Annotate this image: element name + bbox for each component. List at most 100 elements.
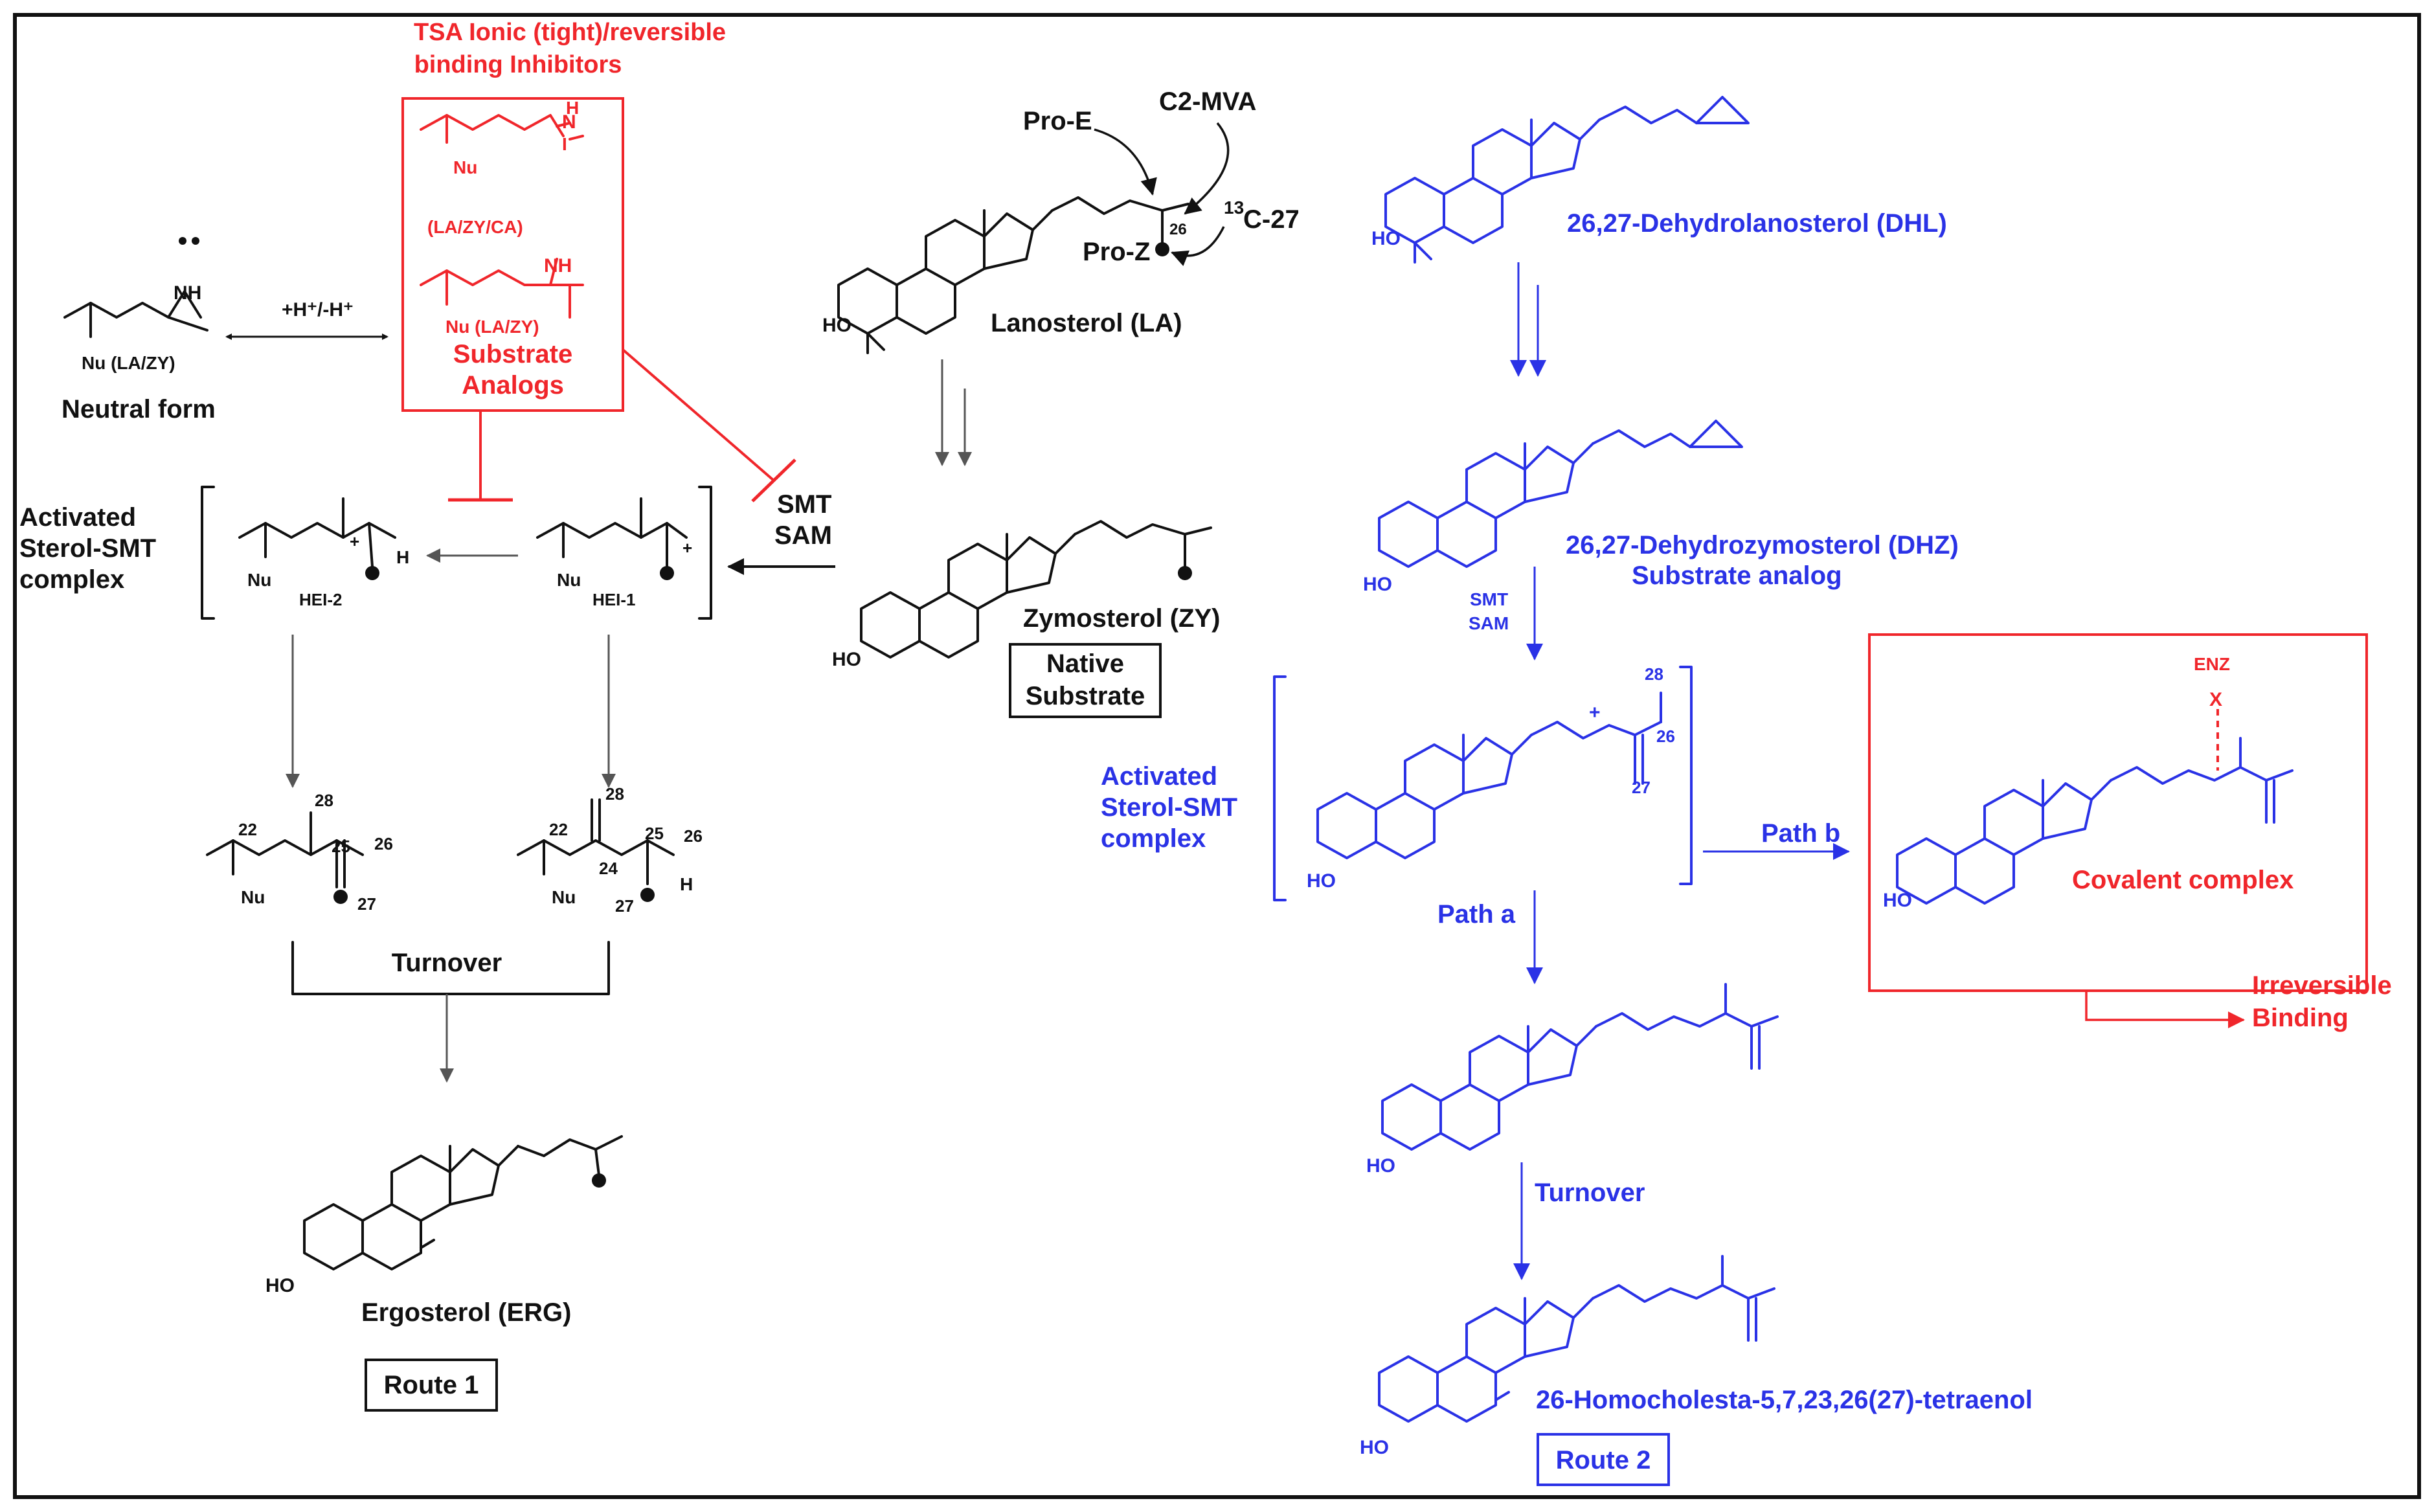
p2-c25: 25 xyxy=(645,824,664,843)
neutral-nh: NH xyxy=(174,282,201,304)
p1-c27: 27 xyxy=(357,894,376,914)
zymosterol-structure xyxy=(860,520,1212,659)
covalent-complex-box xyxy=(1868,633,2368,992)
ergosterol-structure xyxy=(303,1135,623,1270)
product-25-structure xyxy=(206,811,364,888)
p1-c22: 22 xyxy=(238,820,257,839)
c27-dot xyxy=(1155,242,1169,256)
nu-label-1: Nu xyxy=(453,157,477,177)
lone-pair-dot xyxy=(179,237,186,245)
lone-pair-dot xyxy=(192,237,199,245)
activated-right-1: Activated xyxy=(1101,762,1217,791)
c2-mva-arrow xyxy=(1184,122,1230,215)
inhibitor-box xyxy=(401,97,624,412)
activated-right-3: complex xyxy=(1101,824,1206,853)
c13-label: C-27 xyxy=(1243,205,1300,234)
p2-h: H xyxy=(680,874,693,894)
hei1-structure xyxy=(536,497,688,568)
tsa-title-line2: binding Inhibitors xyxy=(414,51,622,78)
route2-box xyxy=(1537,1433,1670,1486)
p1-c25: 25 xyxy=(332,837,350,856)
path-a-label: Path a xyxy=(1437,900,1516,929)
dhl-ho: HO xyxy=(1371,228,1401,249)
inhibition-line-2 xyxy=(622,348,775,482)
c13-arrow xyxy=(1171,226,1225,266)
c2-mva-label: C2-MVA xyxy=(1159,87,1256,116)
c27-dot xyxy=(333,890,348,904)
native-label-2: Substrate xyxy=(1026,682,1145,710)
aziridinium-inhibitor-structure xyxy=(420,258,584,319)
sam-label: SAM xyxy=(774,521,832,550)
sam-right: SAM xyxy=(1469,613,1509,633)
hei1-nu: Nu xyxy=(557,570,581,590)
equilibrium-label: +H⁺/-H⁺ xyxy=(282,299,354,321)
ergosterol-label: Ergosterol (ERG) xyxy=(361,1298,571,1327)
dhz-label: 26,27-Dehydrozymosterol (DHZ) xyxy=(1566,531,1959,559)
irreversible-label-1: Irreversible xyxy=(2252,971,2392,1000)
p2-c27: 27 xyxy=(615,896,634,916)
activated-label-2: Sterol-SMT xyxy=(19,534,156,563)
c28-right: 28 xyxy=(1645,664,1663,684)
covalent-ho: HO xyxy=(1883,890,1912,911)
neutral-nu: Nu (LA/ZY) xyxy=(82,353,175,373)
ammonium-inhibitor-structure xyxy=(420,114,584,144)
pro-e-label: Pro-E xyxy=(1023,107,1092,135)
c27-dot xyxy=(592,1173,606,1188)
hei2-label: HEI-2 xyxy=(299,590,342,609)
c26-label: 26 xyxy=(1169,221,1187,238)
substrate-analogs-line2: Analogs xyxy=(462,371,564,400)
enz-label: ENZ xyxy=(2194,654,2230,674)
zy-ho: HO xyxy=(832,649,861,670)
c26-right: 26 xyxy=(1656,727,1675,746)
hei1-label: HEI-1 xyxy=(592,590,635,609)
native-label-1: Native xyxy=(1046,649,1124,678)
activated-right-2: Sterol-SMT xyxy=(1101,793,1237,822)
p1-c28: 28 xyxy=(315,791,333,810)
carbocation-plus: + xyxy=(682,538,692,558)
route1-box xyxy=(365,1359,498,1412)
nu-lazy-label: Nu (LA/ZY) xyxy=(445,317,539,337)
turnover-bracket xyxy=(291,941,610,995)
route2-label: Route 2 xyxy=(1556,1446,1651,1474)
nh2-label: NH xyxy=(544,255,572,276)
activated-complex-structure xyxy=(1316,692,1662,859)
irreversible-arrow xyxy=(2085,991,2245,1028)
c27-dot xyxy=(365,566,379,580)
p1-nu: Nu xyxy=(241,887,265,907)
erg-ho: HO xyxy=(265,1275,295,1296)
dhl-label: 26,27-Dehydrolanosterol (DHL) xyxy=(1567,209,1947,238)
route1-label: Route 1 xyxy=(384,1371,479,1399)
c27-dot xyxy=(640,888,655,902)
path-b-label: Path b xyxy=(1761,819,1840,848)
inhibition-bar-2 xyxy=(751,458,796,502)
bracket-right xyxy=(698,486,712,620)
la-zy-ca-label: (LA/ZY/CA) xyxy=(427,217,523,237)
tsa-title: TSA Ionic (tight)/reversible binding Inh… xyxy=(414,19,726,78)
activated-label-3: complex xyxy=(19,565,124,594)
path-a-product-structure xyxy=(1381,983,1779,1151)
p2-c22: 22 xyxy=(549,820,568,839)
p2-c26: 26 xyxy=(684,826,703,846)
x-label: X xyxy=(2209,689,2222,710)
bracket-left xyxy=(201,486,215,620)
c27-dot xyxy=(660,566,674,580)
pro-e-arrow xyxy=(1094,128,1157,196)
ammonium-n: N xyxy=(562,111,576,133)
bracket-right-left xyxy=(1273,675,1287,901)
zymosterol-label: Zymosterol (ZY) xyxy=(1023,604,1220,633)
p2-c28: 28 xyxy=(605,784,624,804)
ammonium-i: I xyxy=(562,134,567,154)
dhz-structure xyxy=(1378,420,1743,568)
product-24-structure xyxy=(517,798,675,885)
pa-ho: HO xyxy=(1366,1155,1395,1177)
hei2-nu: Nu xyxy=(247,570,271,590)
bracket-right-right xyxy=(1679,666,1693,885)
dhl-structure xyxy=(1384,96,1750,264)
carbocation-right: + xyxy=(1589,702,1601,723)
c13-sup: 13 xyxy=(1224,197,1244,218)
hei2-structure xyxy=(238,497,396,568)
smt-label: SMT xyxy=(777,490,831,519)
neutral-form-structure xyxy=(63,290,208,338)
la-ho: HO xyxy=(822,315,851,336)
